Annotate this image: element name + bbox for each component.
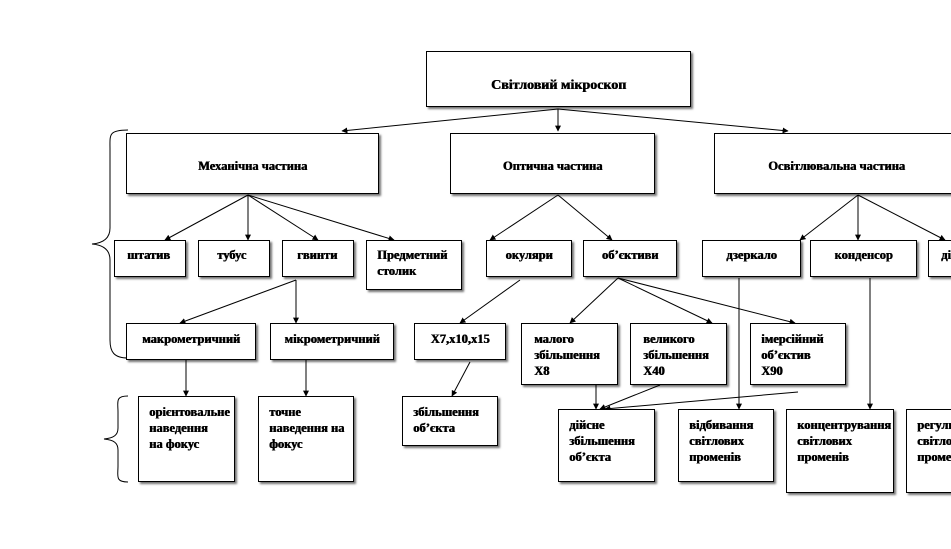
objective-function-label: дійсне збільшення об’єкта xyxy=(569,418,635,464)
micro-function-box: точне наведення на фокус xyxy=(258,396,354,482)
condenser-label: конденсор xyxy=(834,248,893,262)
optical-part-box: Оптична частина xyxy=(450,133,655,194)
screws-label: гвинти xyxy=(297,248,338,262)
eyepiece-magnification-box: Х7,х10,х15 xyxy=(414,323,506,360)
stand-box: штатив xyxy=(114,240,186,277)
diaphragm-box: ді xyxy=(928,240,951,277)
micrometric-screw-label: мікрометричний xyxy=(284,332,380,346)
high-magnification-objective-label: великого збільшення Х40 xyxy=(643,332,709,378)
diaphragm-label: ді xyxy=(941,248,951,262)
macrometric-screw-label: макрометричний xyxy=(141,332,240,346)
objectives-box: об’єктиви xyxy=(583,240,677,277)
screws-box: гвинти xyxy=(282,240,354,277)
macro-function-box: орієнтовальне наведення на фокус xyxy=(138,396,235,482)
high-magnification-objective-box: великого збільшення Х40 xyxy=(630,323,727,385)
macro-function-label: орієнтовальне наведення на фокус xyxy=(149,405,230,451)
eyepieces-label: окуляри xyxy=(505,248,553,262)
micro-function-label: точне наведення на фокус xyxy=(269,405,345,451)
mirror-label: дзеркало xyxy=(726,248,777,262)
mechanical-part-box: Механічна частина xyxy=(126,133,379,194)
eyepieces-box: окуляри xyxy=(486,240,572,277)
mirror-function-label: відбивання світлових променів xyxy=(689,418,754,464)
condenser-box: конденсор xyxy=(810,240,917,277)
stage-box: Предметний столик xyxy=(366,240,462,290)
lighting-part-label: Освітлювальна частина xyxy=(768,159,905,173)
title-box: Світловий мікроскоп xyxy=(426,51,691,107)
eyepiece-function-label: збільшення об’єкта xyxy=(413,405,479,435)
lighting-part-box: Освітлювальна частина xyxy=(714,133,951,194)
diaphragm-function-box: регулювання світлових променів xyxy=(906,409,951,493)
macrometric-screw-box: макрометричний xyxy=(126,323,256,360)
immersion-objective-box: імерсійний об’єктив Х90 xyxy=(750,323,846,385)
optical-part-label: Оптична частина xyxy=(502,159,603,173)
eyepiece-function-box: збільшення об’єкта xyxy=(402,396,498,446)
condenser-function-box: концентрування світлових променів xyxy=(786,409,894,493)
micrometric-screw-box: мікрометричний xyxy=(270,323,394,360)
eyepiece-magnification-label: Х7,х10,х15 xyxy=(430,332,490,346)
low-magnification-objective-label: малого збільшення Х8 xyxy=(534,332,600,378)
objectives-label: об’єктиви xyxy=(601,248,659,262)
title-text: Світловий мікроскоп xyxy=(490,78,627,93)
diaphragm-function-label: регулювання світлових променів xyxy=(917,418,951,464)
condenser-function-label: концентрування світлових променів xyxy=(797,418,891,464)
low-magnification-objective-box: малого збільшення Х8 xyxy=(521,323,618,385)
mirror-function-box: відбивання світлових променів xyxy=(678,409,774,482)
immersion-objective-label: імерсійний об’єктив Х90 xyxy=(761,332,824,378)
stand-label: штатив xyxy=(127,248,170,262)
objective-function-box: дійсне збільшення об’єкта xyxy=(558,409,655,482)
mechanical-part-label: Механічна частина xyxy=(197,159,308,173)
tube-box: тубус xyxy=(198,240,270,277)
stage-label: Предметний столик xyxy=(377,248,448,278)
mirror-box: дзеркало xyxy=(702,240,801,277)
tube-label: тубус xyxy=(217,248,247,262)
